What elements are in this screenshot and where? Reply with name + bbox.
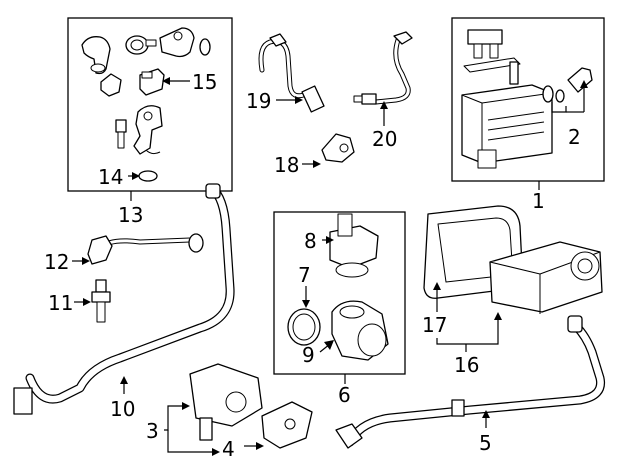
thermostat-housing-small-part (133, 105, 163, 155)
vapor-canister-part (461, 84, 553, 169)
purge-valve-part (159, 27, 195, 58)
callout-14: 14 (98, 165, 123, 189)
callout-5: 5 (479, 431, 492, 455)
callout-12: 12 (44, 250, 69, 274)
group-box-1 (451, 17, 605, 182)
elbow-fitting-part (81, 36, 111, 75)
water-pump-3-part (189, 363, 263, 441)
callout-3: 3 (146, 419, 159, 443)
callout-16: 16 (454, 353, 479, 377)
thermostat-9-part (331, 300, 389, 361)
canister-fitting-part (509, 61, 519, 85)
callout-20: 20 (372, 127, 397, 151)
canister-connector-top-part (467, 29, 503, 59)
sensor-18-part (321, 133, 355, 163)
leaders (72, 77, 588, 456)
group-box-13 (67, 17, 233, 192)
oxygen-sensor-19-part (258, 33, 325, 113)
callout-17: 17 (422, 313, 447, 337)
callout-1: 1 (532, 189, 545, 213)
oil-cooler-16-part (489, 241, 603, 314)
bolt-part (115, 119, 127, 149)
sensor-8-part (329, 213, 379, 278)
o-ring-part (199, 38, 211, 56)
callout-15: 15 (192, 70, 217, 94)
fittings-2-part (542, 67, 593, 103)
group-box-6 (273, 211, 406, 375)
callout-4: 4 (222, 437, 235, 461)
callout-7: 7 (298, 263, 311, 287)
small-clamp-part (100, 73, 122, 97)
canister-gasket-part (463, 57, 521, 73)
callout-13: 13 (118, 203, 143, 227)
callout-6: 6 (338, 383, 351, 407)
o-ring-7-part (287, 308, 321, 346)
coolant-hose-10-part (13, 183, 235, 415)
clamp-part (125, 35, 157, 55)
hose-12-part (87, 233, 204, 265)
callout-8: 8 (304, 229, 317, 253)
seal-14-part (138, 170, 158, 182)
cover-4-part (261, 401, 313, 449)
valve-11-part (91, 279, 111, 323)
oxygen-sensor-20-part (353, 31, 413, 105)
callout-11: 11 (48, 291, 73, 315)
callout-19: 19 (246, 89, 271, 113)
callout-9: 9 (302, 343, 315, 367)
callout-10: 10 (110, 397, 135, 421)
hose-5-part (335, 315, 606, 449)
callout-2: 2 (568, 125, 581, 149)
sensor-15-part (139, 68, 165, 96)
callout-18: 18 (274, 153, 299, 177)
